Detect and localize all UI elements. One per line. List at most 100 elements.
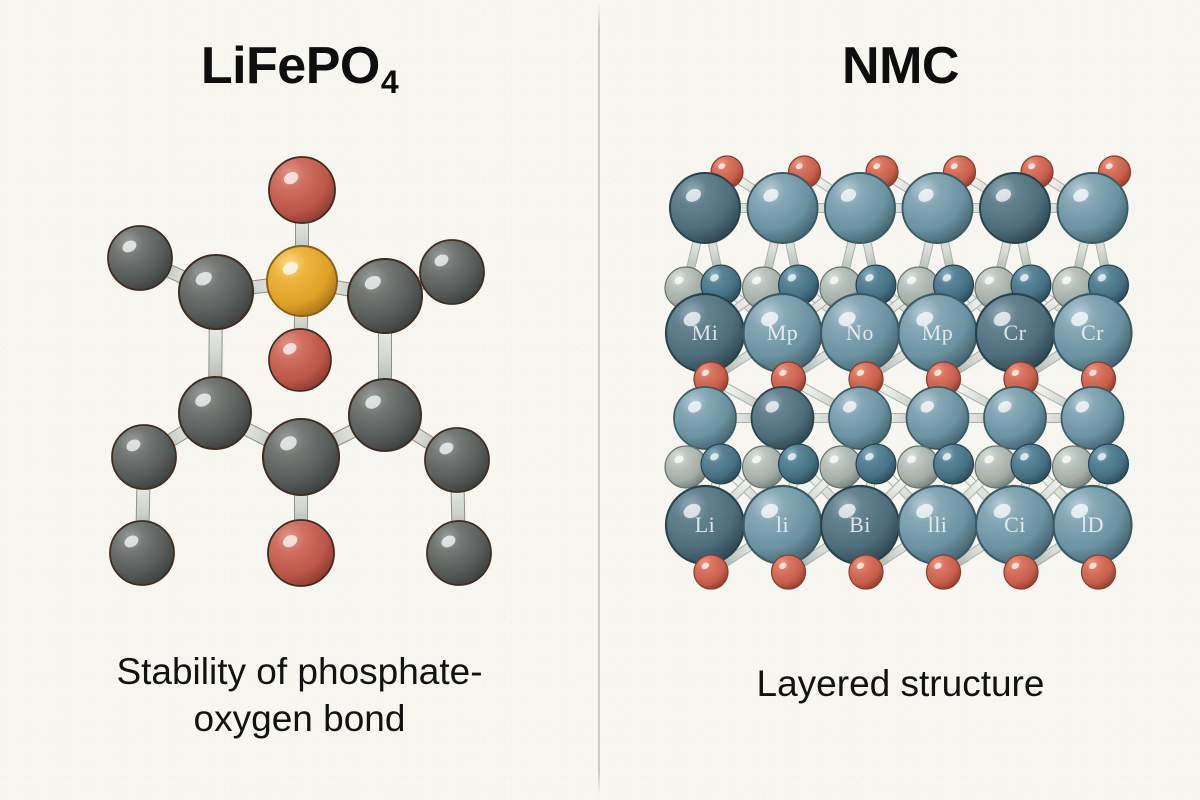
sphere-highlight — [701, 562, 710, 570]
atom-transition-metal — [746, 172, 819, 244]
sphere-highlight — [761, 503, 779, 519]
sphere-highlight — [441, 535, 456, 548]
panel-left-caption-line-1: Stability of phosphate- — [116, 651, 483, 692]
atom-transition-metal — [828, 386, 892, 450]
atom-metal — [111, 424, 177, 490]
sphere-highlight — [873, 163, 881, 170]
atom-metal — [348, 378, 422, 452]
sphere-highlight — [1097, 453, 1107, 461]
atom-oxygen — [693, 554, 729, 590]
atom-transition-metal — [905, 386, 970, 450]
atom-transition-metal — [673, 386, 737, 450]
lifepo4-molecule-figure — [0, 0, 599, 800]
sphere-highlight — [865, 453, 874, 461]
sphere-highlight — [364, 275, 381, 290]
atom-oxygen — [1080, 554, 1117, 590]
sphere-highlight — [1020, 274, 1029, 282]
atom-label: Ci — [1004, 512, 1026, 537]
sphere-highlight — [787, 453, 797, 461]
sphere-highlight — [1105, 163, 1113, 170]
atom-transition-metal-dark — [669, 172, 741, 244]
atom-transition-metal-dark — [979, 172, 1051, 244]
sphere-highlight — [1075, 401, 1090, 413]
sphere-highlight — [751, 276, 762, 285]
sphere-highlight — [856, 562, 865, 570]
atom-metal — [178, 376, 252, 450]
sphere-highlight — [840, 188, 857, 202]
sphere-highlight — [761, 311, 779, 327]
sphere-highlight — [995, 188, 1012, 202]
atom-metal — [177, 253, 255, 331]
panel-right-caption: Layered structure — [601, 660, 1200, 707]
atom-label: Cr — [1004, 320, 1027, 345]
sphere-highlight — [1089, 369, 1097, 377]
sphere-highlight — [1020, 453, 1029, 461]
atom-metal — [426, 520, 492, 586]
sphere-highlight — [984, 276, 994, 285]
atom-label: li — [776, 512, 789, 537]
sphere-highlight — [984, 455, 994, 464]
sphere-highlight — [1011, 369, 1020, 377]
atom-lithium-blue — [1010, 443, 1052, 485]
atom-oxygen — [267, 519, 335, 587]
sphere-highlight — [1011, 562, 1020, 570]
sphere-highlight — [122, 240, 137, 253]
sphere-highlight — [993, 503, 1011, 519]
atom-transition-metal-dark — [750, 386, 815, 450]
sphere-highlight — [751, 455, 762, 464]
panel-left-title-formula: LiFePO — [200, 37, 381, 95]
panel-left-caption: Stability of phosphate- oxygen bond — [0, 648, 599, 743]
atom-metal — [261, 417, 341, 497]
sphere-highlight — [683, 503, 701, 519]
atom-label: Bi — [849, 512, 871, 537]
molecule-atoms — [107, 156, 492, 587]
sphere-highlight — [701, 369, 710, 377]
sphere-highlight — [865, 274, 874, 282]
atom-metal — [109, 520, 175, 586]
sphere-highlight — [280, 436, 297, 451]
sphere-highlight — [685, 188, 702, 202]
atom-lithium-blue — [777, 443, 820, 485]
atom-label: Cr — [1081, 320, 1104, 345]
atom-label: Mp — [922, 320, 954, 345]
panel-lifepo4: LiFePO4 — [0, 0, 599, 800]
sphere-highlight — [906, 276, 917, 285]
sphere-highlight — [1097, 274, 1107, 282]
panel-right-title-text: NMC — [842, 37, 959, 95]
sphere-highlight — [838, 311, 856, 327]
atom-oxygen — [925, 554, 962, 590]
sphere-highlight — [906, 455, 917, 464]
sphere-highlight — [998, 401, 1012, 413]
sphere-highlight — [282, 261, 299, 275]
sphere-highlight — [434, 254, 449, 267]
sphere-highlight — [718, 163, 726, 170]
sphere-highlight — [1089, 562, 1097, 570]
sphere-highlight — [283, 172, 299, 185]
sphere-highlight — [282, 535, 298, 548]
sphere-highlight — [942, 274, 952, 282]
sphere-highlight — [942, 453, 952, 461]
panel-left-title: LiFePO4 — [0, 37, 599, 98]
sphere-highlight — [1061, 455, 1072, 464]
atom-oxygen — [1003, 554, 1039, 590]
sphere-highlight — [710, 453, 719, 461]
sphere-highlight — [1073, 188, 1089, 202]
atom-phosphorus — [266, 245, 338, 317]
sphere-highlight — [918, 188, 934, 202]
sphere-highlight — [829, 455, 839, 464]
sphere-highlight — [683, 311, 701, 327]
sphere-highlight — [787, 274, 797, 282]
sphere-highlight — [283, 343, 297, 355]
atom-oxygen — [268, 328, 332, 392]
sphere-highlight — [795, 163, 803, 170]
sphere-highlight — [1061, 276, 1072, 285]
panel-right-title: NMC — [601, 40, 1200, 92]
sphere-highlight — [1071, 503, 1089, 519]
sphere-highlight — [838, 503, 856, 519]
sphere-highlight — [195, 393, 211, 407]
atom-transition-metal — [824, 172, 896, 244]
atom-lithium-blue — [932, 443, 975, 485]
